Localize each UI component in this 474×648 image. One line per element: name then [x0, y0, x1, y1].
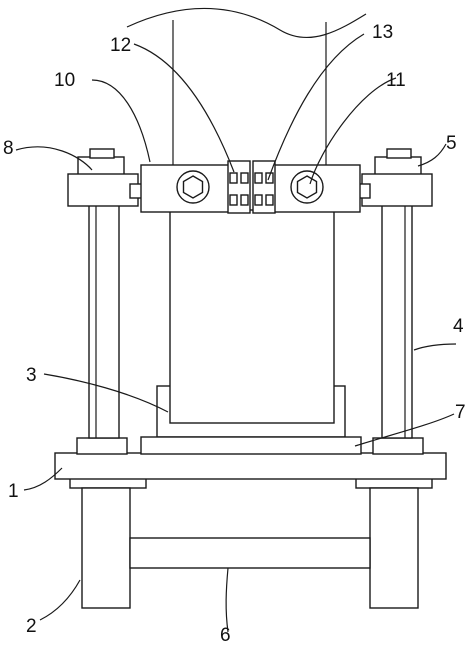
right-leg — [369, 487, 419, 609]
leader-5 — [417, 143, 447, 167]
leader-3 — [43, 373, 169, 413]
lug-tab — [240, 172, 249, 184]
callout-5: 5 — [446, 133, 457, 154]
left-top-arm — [67, 173, 139, 207]
callout-labels: 1 2 3 4 5 6 7 8 10 11 12 13 — [3, 22, 466, 646]
left-leg — [81, 487, 131, 609]
left-hex-bolt — [176, 170, 210, 204]
right-column-cap-top — [386, 148, 412, 159]
right-column-cap-base — [374, 156, 422, 176]
base-stand — [54, 452, 447, 609]
callout-1: 1 — [8, 481, 19, 502]
leader-8 — [15, 146, 93, 171]
lug-tab — [265, 194, 274, 206]
lug-tab — [265, 172, 274, 184]
lug-tab — [254, 172, 263, 184]
callout-12: 12 — [110, 35, 131, 56]
leader-1 — [23, 467, 63, 491]
bottom-plate — [140, 436, 362, 455]
leader-10 — [91, 79, 151, 163]
leader-2 — [39, 579, 81, 621]
right-column-foot — [372, 437, 424, 455]
leader-7 — [354, 413, 455, 447]
guide-columns — [76, 199, 424, 455]
lug-tab — [229, 172, 238, 184]
leader-6 — [225, 567, 229, 633]
lug-tab — [229, 194, 238, 206]
left-column-cap-top — [89, 148, 115, 159]
lug-tab — [254, 194, 263, 206]
right-guide-column — [381, 199, 413, 439]
left-guide-column — [88, 199, 120, 439]
left-connector — [129, 183, 143, 199]
top-crossbeam — [67, 148, 433, 214]
vertical-body — [126, 7, 367, 424]
leader-lines — [15, 33, 457, 633]
leader-12 — [133, 43, 235, 173]
left-column-foot — [76, 437, 128, 455]
vertical-body-lower — [169, 209, 335, 424]
left-column-cap-base — [77, 156, 125, 176]
callout-11: 11 — [386, 70, 406, 91]
callout-8: 8 — [3, 138, 14, 159]
break-line — [126, 7, 367, 39]
lug-tab — [240, 194, 249, 206]
callout-6: 6 — [220, 625, 231, 646]
leader-11 — [309, 77, 397, 185]
leader-13 — [267, 33, 365, 181]
leader-4 — [413, 343, 457, 351]
callout-2: 2 — [26, 616, 37, 637]
right-top-arm — [361, 173, 433, 207]
base-plate — [54, 452, 447, 480]
callout-13: 13 — [372, 22, 393, 43]
callout-7: 7 — [455, 402, 466, 423]
leg-crossbar — [129, 537, 371, 569]
callout-10: 10 — [54, 70, 75, 91]
callout-4: 4 — [453, 316, 464, 337]
callout-3: 3 — [26, 365, 37, 386]
right-hex-bolt — [290, 170, 324, 204]
